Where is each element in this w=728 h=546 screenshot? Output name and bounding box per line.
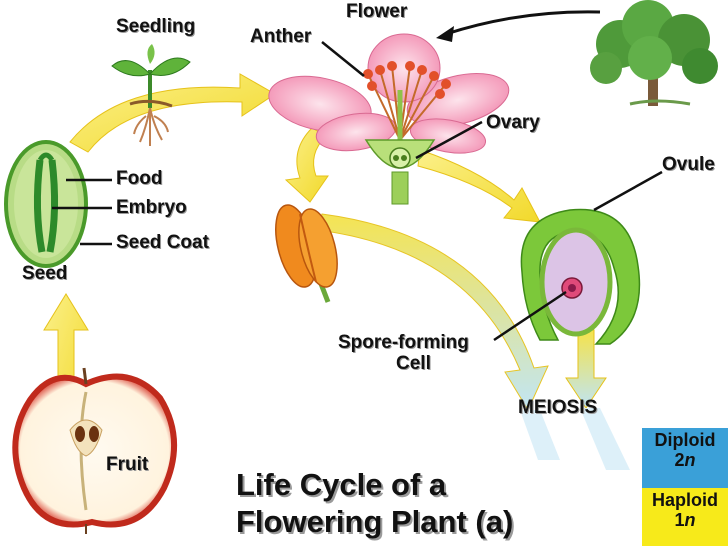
title-line-2: Flowering Plant (a) xyxy=(236,504,514,539)
label-anther: Anther xyxy=(250,26,312,47)
label-seed-coat: Seed Coat xyxy=(116,232,209,253)
anther-illustration xyxy=(275,204,338,303)
cycle-arrows xyxy=(43,73,630,470)
title-line-1: Life Cycle of a xyxy=(236,467,447,502)
arrow-seedling-to-flower xyxy=(69,73,276,153)
leader-ovary xyxy=(415,120,483,160)
legend-haploid-value: 1n xyxy=(642,510,728,530)
label-seed: Seed xyxy=(22,263,68,284)
arrow-tail-left xyxy=(520,410,560,460)
legend-diploid-label: Diploid xyxy=(654,430,716,450)
ovule-illustration xyxy=(520,208,641,345)
leader-anther xyxy=(321,41,365,77)
tree-pointer-arrow xyxy=(445,10,601,36)
legend-haploid-label: Haploid xyxy=(652,490,718,510)
label-meiosis: MEIOSIS xyxy=(518,397,598,418)
legend-haploid: Haploid 1n xyxy=(642,490,728,530)
tree-illustration xyxy=(590,0,718,106)
legend-haploid-number: 1 xyxy=(674,510,685,530)
label-ovary: Ovary xyxy=(486,112,540,133)
haploid-swatch xyxy=(642,488,728,546)
apple-illustration xyxy=(12,367,177,534)
arrow-ovule-to-meiosis xyxy=(565,329,607,409)
seedling-illustration xyxy=(111,44,191,146)
label-flower: Flower xyxy=(346,1,408,22)
seed-illustration xyxy=(4,140,88,268)
leader-lines xyxy=(52,41,663,342)
label-seedling: Seedling xyxy=(116,16,196,37)
label-spore-forming: Spore-forming xyxy=(338,332,469,353)
flower-illustration xyxy=(268,33,510,205)
label-ovule: Ovule xyxy=(662,154,715,175)
legend-haploid-letter: n xyxy=(684,510,696,530)
arrow-tail-right xyxy=(580,408,630,470)
label-spore-cell: Cell xyxy=(396,353,431,374)
diagram-title: Life Cycle of a Flowering Plant (a) xyxy=(236,466,513,540)
legend-diploid-number: 2 xyxy=(674,450,685,470)
arrow-anther-to-meiosis xyxy=(317,213,549,412)
leader-spore-cell xyxy=(493,290,567,342)
leader-ovule xyxy=(593,170,663,212)
tree-pointer-arrowhead xyxy=(436,26,454,42)
legend-diploid-letter: n xyxy=(684,450,696,470)
label-food: Food xyxy=(116,168,163,189)
legend-diploid: Diploid 2n xyxy=(642,430,728,470)
label-fruit: Fruit xyxy=(106,454,149,475)
arrow-flower-to-ovule xyxy=(417,149,541,223)
legend-diploid-value: 2n xyxy=(642,450,728,470)
arrow-flower-to-anther xyxy=(284,127,329,203)
label-embryo: Embryo xyxy=(116,197,187,218)
diploid-swatch xyxy=(642,428,728,488)
